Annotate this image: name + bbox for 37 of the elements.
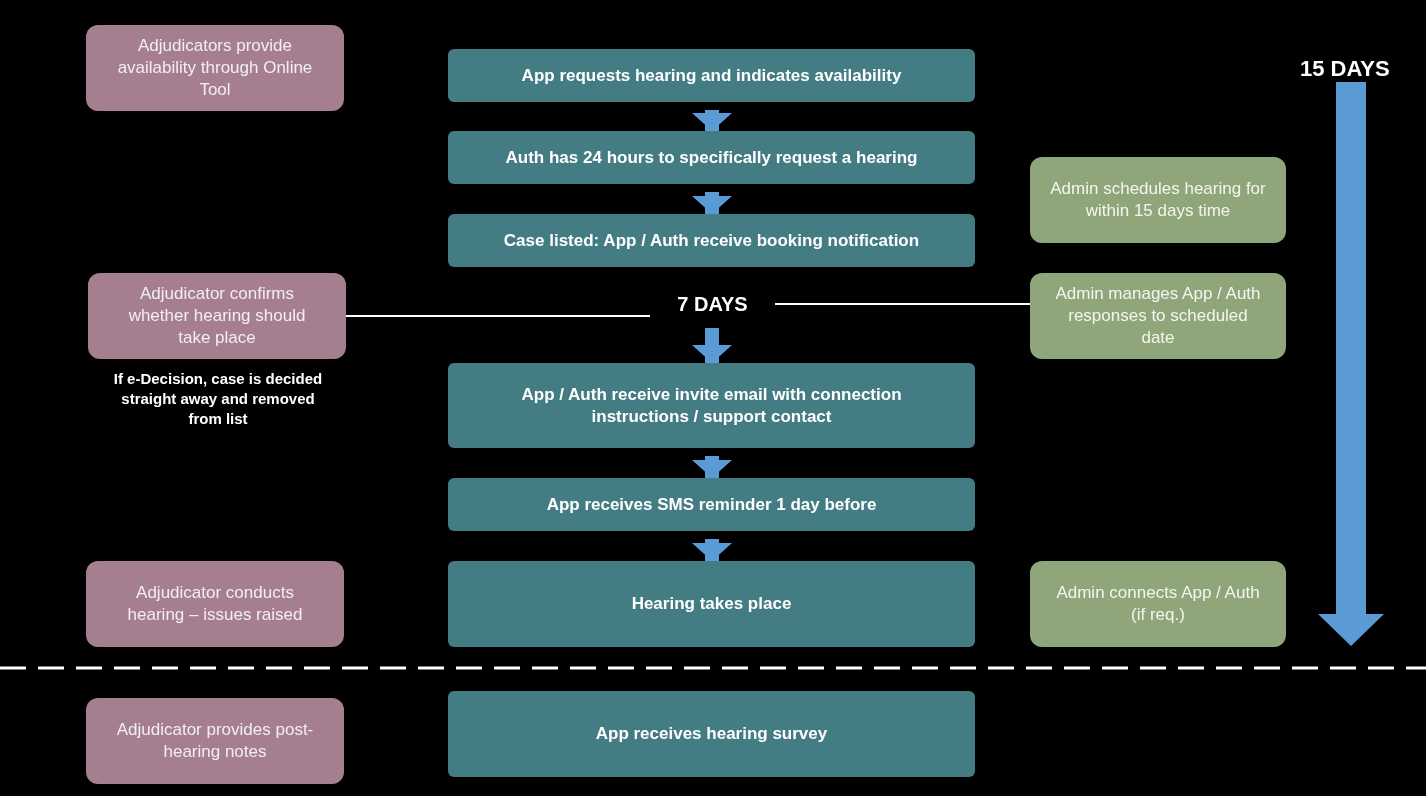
node-text: Auth has 24 hours to specifically request a hearing: [505, 146, 918, 169]
node-text: Adjudicator confirms whether hearing should take place: [127, 283, 307, 349]
node-text: Hearing takes place: [631, 593, 792, 615]
adjudicator-box: [86, 561, 344, 647]
adjudicator-box: [86, 25, 344, 111]
process-box: [448, 691, 975, 777]
node-text: Adjudicator conducts hearing – issues raised: [126, 582, 304, 626]
block-arrow: [692, 110, 732, 131]
node-text: Case listed: App / Auth receive booking notification: [503, 229, 920, 252]
node-text: 7 DAYS: [677, 292, 748, 317]
node-text: Admin manages App / Auth responses to scheduled date: [1054, 283, 1262, 349]
node-text: Adjudicators provide availability through Online Tool: [116, 35, 314, 101]
node-text: Adjudicator provides post-hearing notes: [115, 719, 315, 763]
adjudicator-box: [86, 698, 344, 784]
block-arrow: [692, 328, 732, 363]
block-arrow: [692, 456, 732, 478]
admin-box: [1030, 561, 1286, 647]
node-text: App receives hearing survey: [595, 723, 828, 745]
duration-label: 15 DAYS: [1300, 55, 1390, 83]
process-box: [448, 49, 975, 102]
block-arrow: [692, 192, 732, 214]
process-box: [448, 478, 975, 531]
admin-box: [1030, 157, 1286, 243]
process-box: [448, 561, 975, 647]
admin-box: [1030, 273, 1286, 359]
block-arrow: [692, 539, 732, 561]
process-box: [448, 363, 975, 448]
node-text: App / Auth receive invite email with connection instructions / support contact: [520, 383, 903, 428]
process-box: [448, 131, 975, 184]
connector-line: [345, 315, 651, 317]
node-text: Admin connects App / Auth (if req.): [1055, 582, 1261, 626]
node-text: App requests hearing and indicates availability: [521, 64, 902, 87]
process-box: [448, 214, 975, 267]
connector-line: [774, 303, 1031, 305]
node-text: App receives SMS reminder 1 day before: [546, 493, 877, 516]
node-text: Admin schedules hearing for within 15 days time: [1050, 178, 1266, 222]
note-text: If e-Decision, case is decided straight away and removed from list: [112, 369, 324, 429]
